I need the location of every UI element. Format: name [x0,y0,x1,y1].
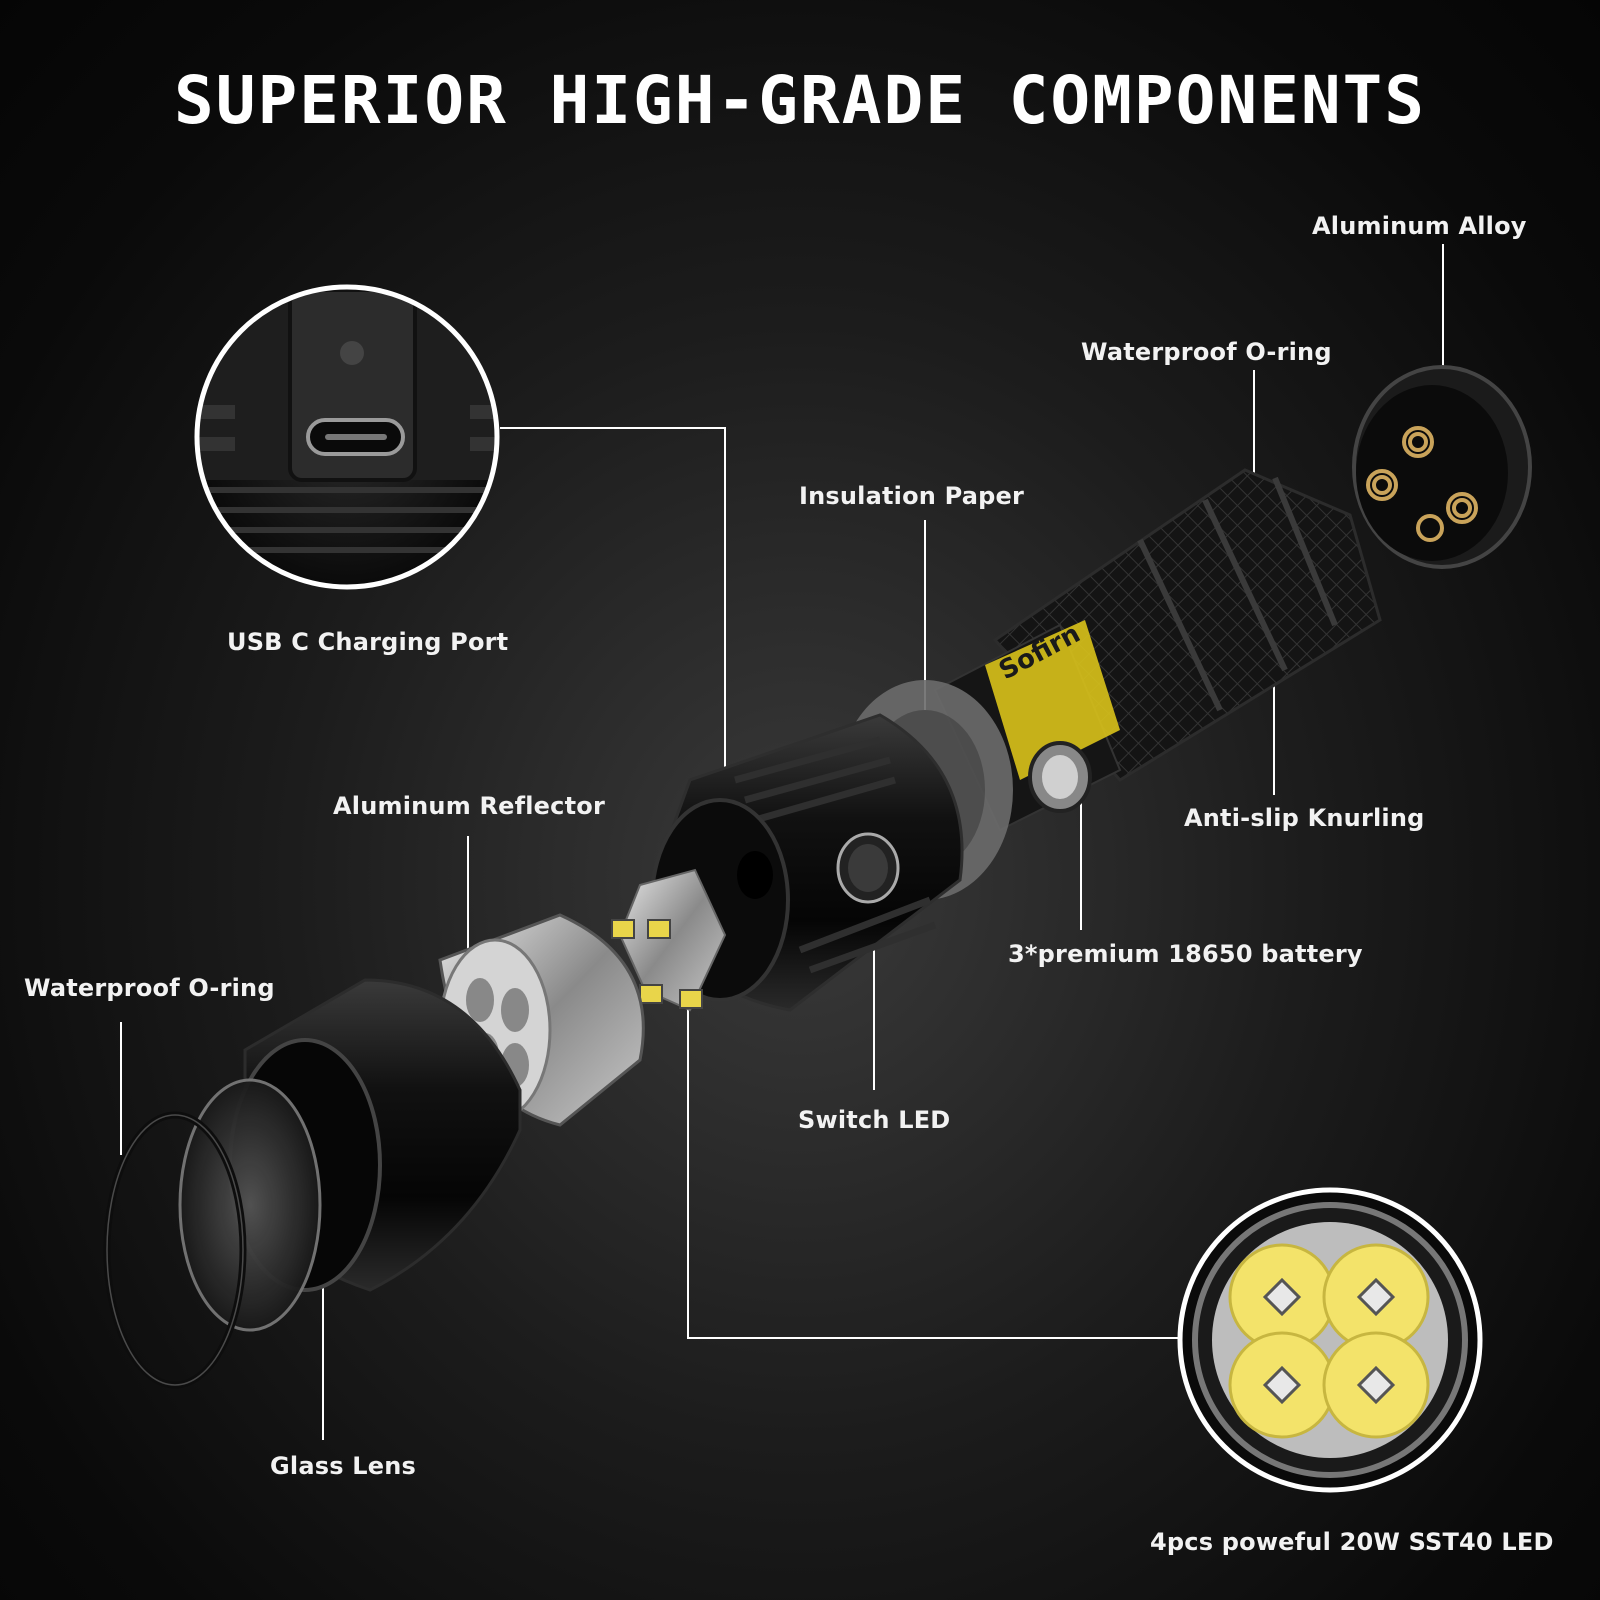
label-aluminum-reflector: Aluminum Reflector [333,792,605,820]
label-battery: 3*premium 18650 battery [1008,940,1363,968]
glass-lens [178,1078,322,1332]
head-oring [103,1111,247,1389]
led-leader-line [687,1005,1180,1339]
label-led: 4pcs poweful 20W SST40 LED [1150,1528,1554,1556]
tail-cap [1352,365,1532,569]
label-switch-led: Switch LED [798,1106,951,1134]
battery-18650: Sofirn [933,619,1122,832]
label-glass-lens: Glass Lens [270,1452,416,1480]
label-usb-c-charging-port: USB C Charging Port [227,628,509,656]
led-board [611,868,727,1012]
led-detail-circle [1177,1187,1483,1493]
label-insulation-paper: Insulation Paper [799,482,1025,510]
head-body [648,713,964,1012]
label-waterproof-oring-tail: Waterproof O-ring [1081,338,1332,366]
usb-leader-line [500,427,726,770]
page-title: SUPERIOR HIGH-GRADE COMPONENTS [173,62,1427,139]
label-anti-slip-knurling: Anti-slip Knurling [1184,804,1425,832]
label-aluminum-alloy: Aluminum Alloy [1312,212,1527,240]
usb-c-detail-circle [194,284,500,590]
leader-lines [120,244,1444,1440]
label-waterproof-oring-head: Waterproof O-ring [24,974,275,1002]
